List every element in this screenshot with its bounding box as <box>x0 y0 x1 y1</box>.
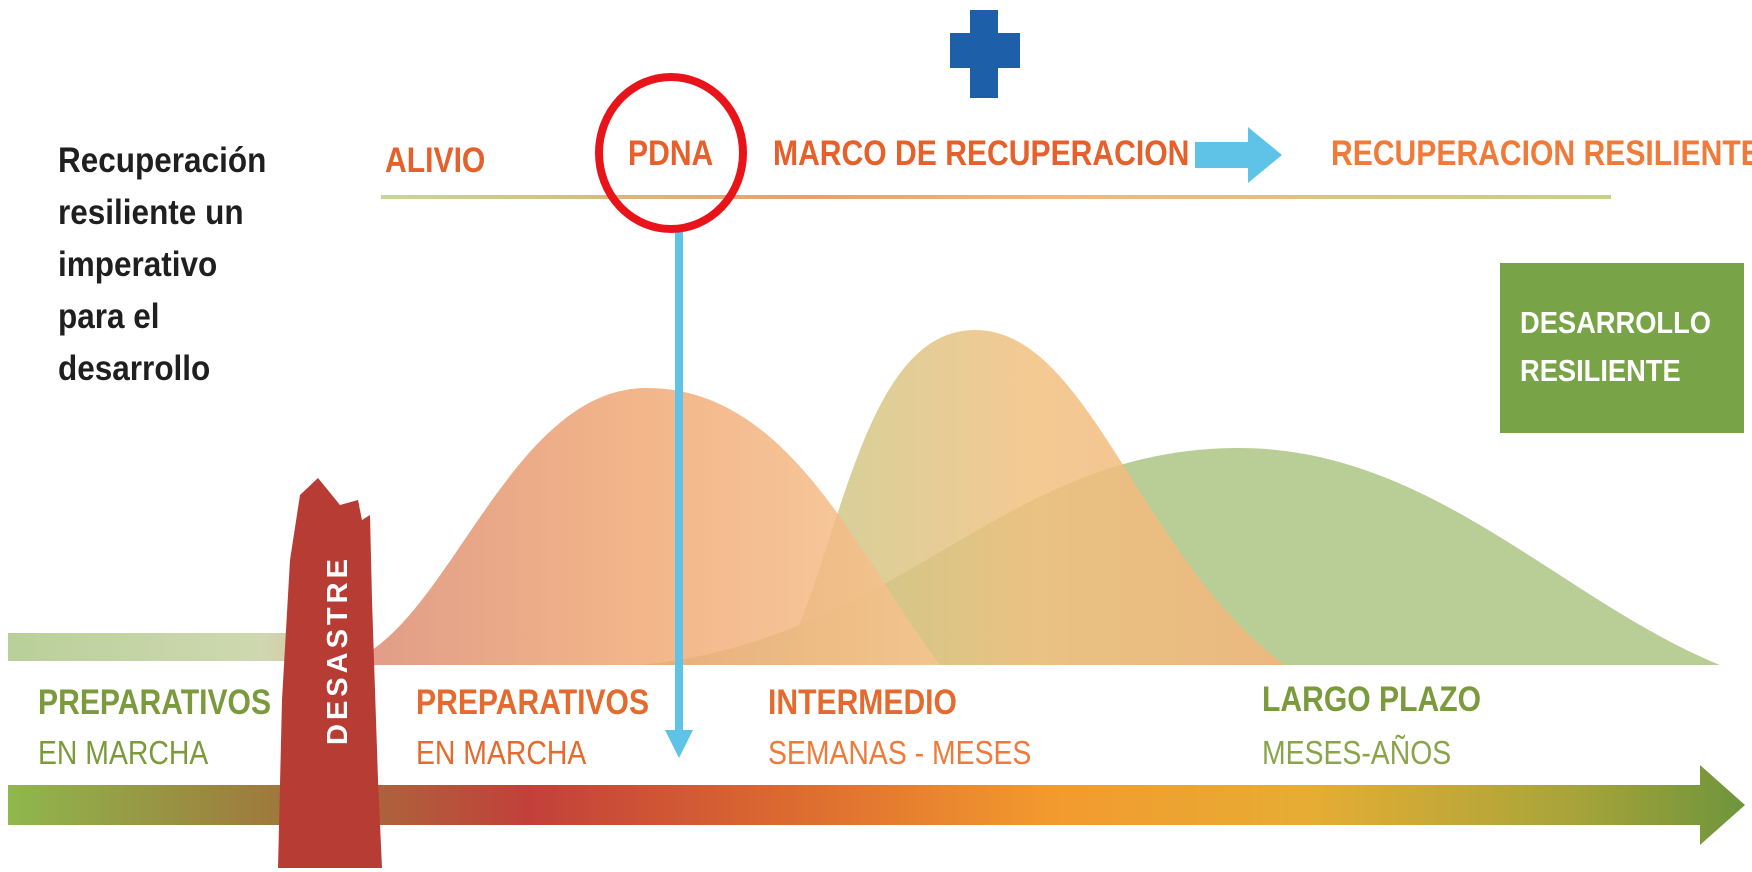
phase-title: INTERMEDIO <box>768 683 957 722</box>
phase-subtitle: EN MARCHA <box>416 734 587 771</box>
arrow-down-icon <box>665 730 693 758</box>
dev-box-line2: RESILIENTE <box>1520 353 1681 388</box>
timeline-arrow <box>8 765 1745 845</box>
arrow-right-icon <box>1195 127 1282 183</box>
intro-line: desarrollo <box>58 349 211 388</box>
phase-title: PREPARATIVOS <box>416 683 650 722</box>
phase-subtitle: MESES-AÑOS <box>1262 734 1452 771</box>
phase-subtitle: EN MARCHA <box>38 734 209 771</box>
early-recovery-curve <box>330 387 940 665</box>
disaster-label: DESASTRE <box>322 555 354 745</box>
desarrollo-resiliente-box: DESARROLLO RESILIENTE <box>1500 263 1744 433</box>
dev-box-line1: DESARROLLO <box>1520 305 1711 340</box>
header-recuperacion-resiliente: RECUPERACION RESILIENTE <box>1331 134 1752 173</box>
intro-line: resiliente un <box>58 193 244 232</box>
intro-line: para el <box>58 297 160 336</box>
intro-line: Recuperación <box>58 141 267 180</box>
intermediate-curve <box>780 330 1285 665</box>
header-marco: MARCO DE RECUPERACION <box>773 134 1190 173</box>
disaster-bar <box>278 478 382 868</box>
header-line <box>381 195 1611 199</box>
pdna-arrow-line <box>675 232 683 732</box>
header-pdna: PDNA <box>628 134 714 173</box>
intro-text: Recuperación resiliente un imperativo pa… <box>58 135 318 395</box>
intro-line: imperativo <box>58 245 218 284</box>
header-alivio: ALIVIO <box>385 141 486 180</box>
phase-title: LARGO PLAZO <box>1262 680 1482 719</box>
phase-subtitle: SEMANAS - MESES <box>768 734 1032 771</box>
phase-title: PREPARATIVOS <box>38 683 272 722</box>
circle-highlight <box>595 73 747 233</box>
plus-icon <box>950 10 1020 98</box>
